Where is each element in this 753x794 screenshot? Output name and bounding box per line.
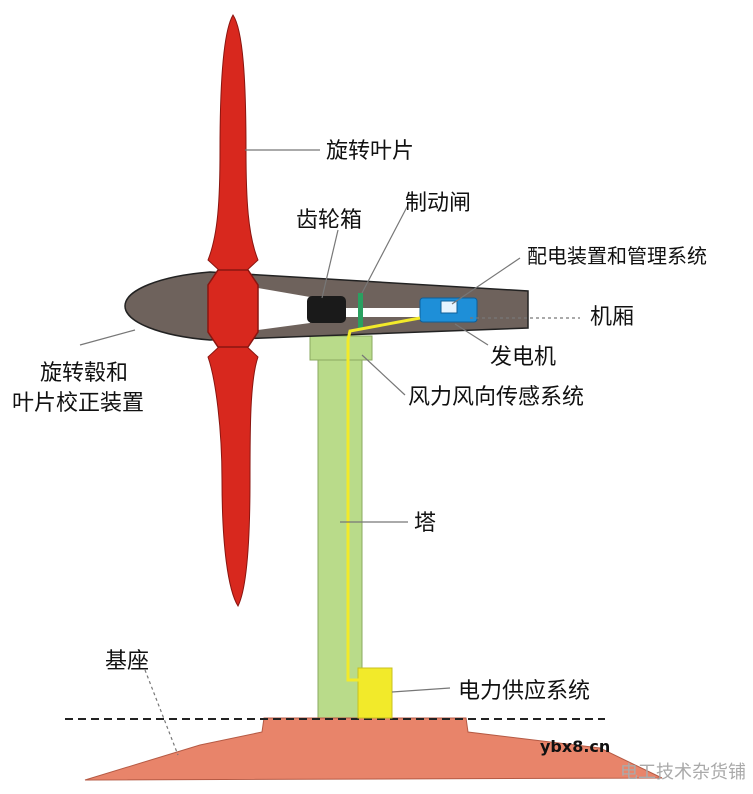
hub-cavity (258, 288, 310, 330)
label-generator: 发电机 (490, 345, 556, 370)
gearbox (307, 296, 346, 323)
leader-line-gearbox (321, 229, 339, 299)
leader-line-power-supply (391, 687, 451, 693)
label-hub-line1: 旋转毂和 (40, 361, 128, 386)
hub (207, 269, 259, 348)
label-blades: 旋转叶片 (326, 139, 414, 164)
label-brake: 制动闸 (405, 191, 471, 216)
lower-blade (207, 344, 259, 608)
label-base: 基座 (105, 649, 149, 674)
power-supply-box (357, 667, 393, 719)
tower-neck (309, 335, 373, 361)
label-nacelle: 机厢 (590, 305, 634, 330)
watermark-brand: 电工技术杂货铺 (620, 762, 746, 783)
base (84, 717, 663, 781)
tower (317, 359, 363, 721)
watermark-site: ybx8.cn (540, 737, 610, 756)
label-wind-sensor: 风力风向传感系统 (408, 385, 584, 410)
label-tower: 塔 (414, 511, 436, 536)
upper-blade (207, 14, 259, 273)
leader-line-power-distribution (451, 257, 521, 305)
power-cable (346, 316, 421, 682)
label-power-supply: 电力供应系统 (458, 679, 590, 704)
leader-line-wind-sensor (361, 354, 406, 396)
brake (358, 293, 363, 330)
leader-line-base (144, 669, 179, 756)
label-power-distribution: 配电装置和管理系统 (527, 244, 707, 268)
leader-line-hub (79, 329, 136, 346)
label-hub-line2: 叶片校正装置 (12, 391, 144, 416)
leader-line-generator (454, 323, 489, 346)
shaft (345, 308, 421, 317)
leader-line-brake (361, 204, 409, 294)
label-gearbox: 齿轮箱 (296, 208, 362, 233)
